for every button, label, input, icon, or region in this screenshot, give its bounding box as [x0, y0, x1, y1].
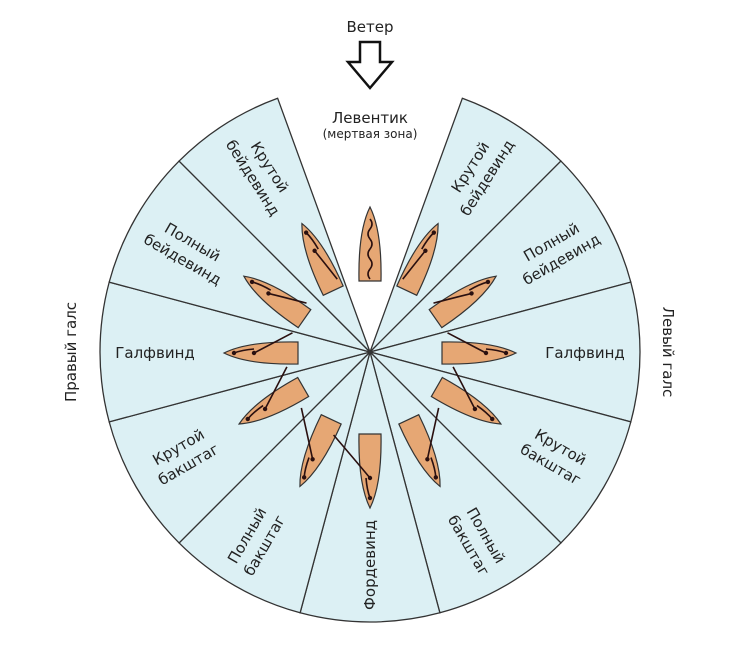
svg-text:Фордевинд: Фордевинд: [361, 520, 379, 610]
sail-line: [426, 407, 440, 478]
boat-icon: [430, 366, 503, 425]
sector: [367, 350, 632, 544]
boat-hull: [428, 275, 498, 329]
boat-hull: [441, 341, 518, 365]
sail-line: [305, 232, 338, 280]
wind-label: Ветер: [346, 18, 393, 36]
boat-icon: [332, 433, 382, 510]
sector-label-right-beam-reach: Галфвинд: [545, 344, 625, 362]
starboard-tack-label: Правый галс: [62, 302, 80, 402]
sector: [108, 350, 373, 544]
sail-line: [300, 407, 314, 478]
boat-hull: [358, 433, 382, 510]
sector: [108, 160, 373, 354]
boat-icon: [222, 332, 299, 365]
boat-hull: [237, 376, 310, 425]
boat-icon: [396, 222, 439, 297]
port-tack-label: Левый галс: [659, 307, 677, 398]
sail-line: [332, 434, 371, 499]
sail-line: [433, 281, 489, 304]
mast-dot: [469, 291, 474, 296]
boat-icon: [358, 205, 382, 282]
sail-line: [452, 366, 493, 420]
boat-hull: [430, 376, 503, 425]
boat-hull: [358, 205, 382, 282]
wind-arrow-icon: [345, 40, 395, 90]
sail-line: [402, 232, 435, 280]
sector: [367, 160, 632, 354]
sail-line: [367, 218, 373, 280]
sector-label-run: Фордевинд: [361, 520, 379, 610]
boat-icon: [428, 275, 498, 329]
svg-text:Галфвинд: Галфвинд: [115, 344, 195, 362]
sail-line: [247, 366, 288, 420]
sail-line: [233, 332, 293, 354]
dead-zone-label: Левентик: [332, 109, 408, 127]
boat-icon: [237, 366, 310, 425]
svg-text:Галфвинд: Галфвинд: [545, 344, 625, 362]
boat-icon: [398, 407, 441, 488]
boat-hull: [222, 341, 299, 365]
boat-group: [222, 205, 518, 510]
boat-icon: [299, 407, 342, 488]
boat-icon: [242, 275, 312, 329]
sector-label-left-beam-reach: Галфвинд: [115, 344, 195, 362]
boat-icon: [301, 222, 344, 297]
boat-hull: [242, 275, 312, 329]
mast-dot: [425, 457, 430, 462]
sail-line: [251, 281, 307, 304]
dead-zone-sublabel: (мертвая зона): [323, 127, 418, 141]
mast-dot: [310, 457, 315, 462]
sail-line: [447, 332, 507, 354]
boat-hull: [299, 413, 342, 488]
boat-icon: [441, 332, 518, 365]
mast-dot: [266, 291, 271, 296]
boat-hull: [398, 413, 441, 488]
